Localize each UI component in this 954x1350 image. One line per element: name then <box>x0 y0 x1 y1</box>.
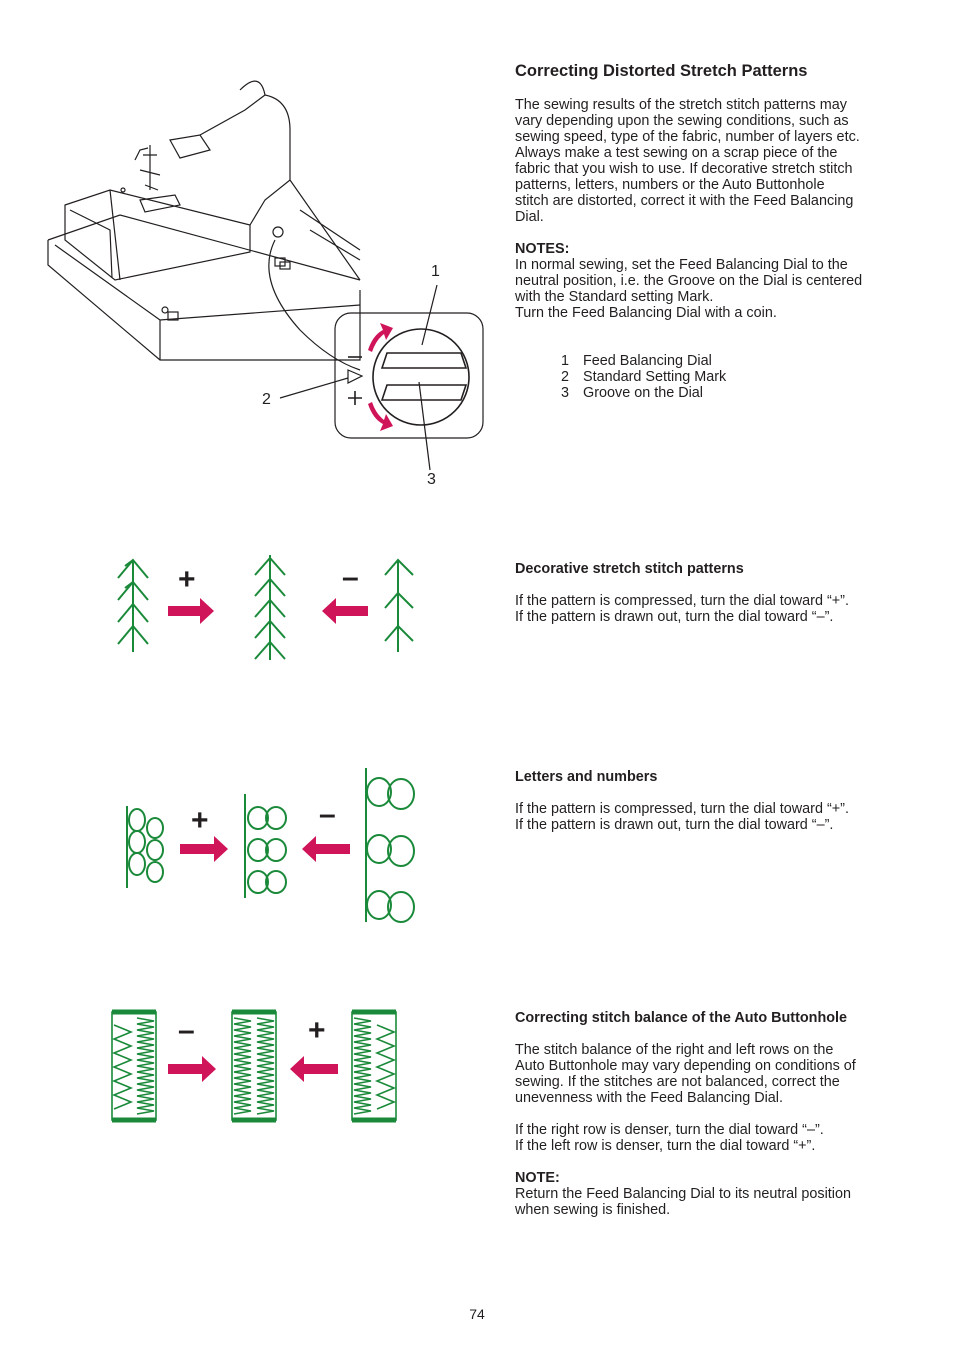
callout-2: 2 <box>262 391 271 408</box>
minus-sign: – <box>178 1014 195 1047</box>
section-heading-letters: Letters and numbers <box>515 769 658 785</box>
notes-body: In normal sewing, set the Feed Balancing… <box>515 257 863 321</box>
section-heading-buttonhole: Correcting stitch balance of the Auto Bu… <box>515 1010 848 1026</box>
intro-paragraph: The sewing results of the stretch stitch… <box>515 97 915 225</box>
section-body-letters: If the pattern is compressed, turn the d… <box>515 801 849 833</box>
minus-sign: – <box>342 561 359 594</box>
intro-text: The sewing results of the stretch stitch… <box>515 97 860 225</box>
plus-sign: + <box>308 1014 326 1047</box>
plus-sign: + <box>191 804 209 837</box>
notes-heading: NOTES: <box>515 241 570 257</box>
callout-1: 1 <box>431 263 440 280</box>
section-body-buttonhole-2: If the right row is denser, turn the dia… <box>515 1122 824 1154</box>
page-number: 74 <box>469 1306 485 1322</box>
section-body-decorative: If the pattern is compressed, turn the d… <box>515 593 849 625</box>
note-block: NOTE: Return the Feed Balancing Dial to … <box>515 1170 915 1218</box>
callout-3: 3 <box>427 471 436 488</box>
minus-sign: – <box>319 798 336 831</box>
plus-sign: + <box>178 563 196 596</box>
notes-block: NOTES: In normal sewing, set the Feed Ba… <box>515 241 915 321</box>
page-title: Correcting Distorted Stretch Patterns <box>515 62 808 80</box>
note-body: Return the Feed Balancing Dial to its ne… <box>515 1186 851 1218</box>
note-heading: NOTE: <box>515 1170 560 1186</box>
section-heading-decorative: Decorative stretch stitch patterns <box>515 561 744 577</box>
section-body-buttonhole: The stitch balance of the right and left… <box>515 1042 856 1106</box>
